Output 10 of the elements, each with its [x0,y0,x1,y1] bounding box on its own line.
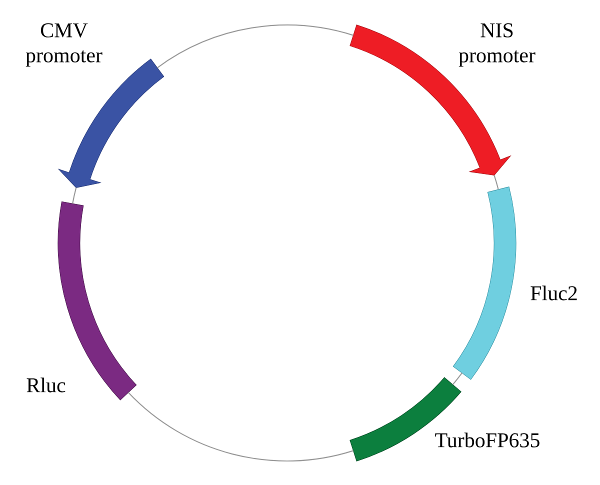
segment-label: Rluc [26,378,66,392]
segment-label: TurboFP635 [435,432,540,448]
backbone-line [452,372,462,385]
segment-label: Fluc2 [530,286,577,300]
segment-label: CMV promoter [26,23,102,67]
backbone-line [157,24,354,68]
backbone-line [128,392,354,462]
segment-label: NIS promoter [458,23,536,67]
backbone-line [494,175,499,190]
backbone-line [72,188,77,204]
